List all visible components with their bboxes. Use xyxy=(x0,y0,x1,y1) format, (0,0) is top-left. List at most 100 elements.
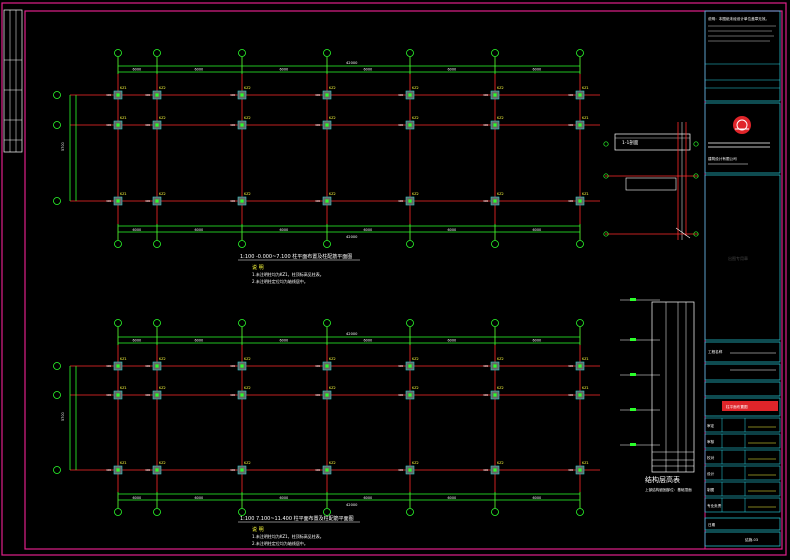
column-size-label: 400 xyxy=(483,364,489,368)
column-core-C2 xyxy=(155,468,159,472)
bay-dim-5: 6000 xyxy=(448,68,457,72)
titleblock-row xyxy=(704,417,781,433)
axis-bubble-bottom-3 xyxy=(238,508,246,516)
bay-dim-bottom-3: 6000 xyxy=(280,228,289,232)
column-tag: KZ1 xyxy=(120,357,127,361)
column-core-A3 xyxy=(240,93,244,97)
column-core-B7 xyxy=(578,393,582,397)
elevation-subtitle: 上部结构嵌固部位：基础顶面 xyxy=(645,487,692,492)
note-1-top: 1.未注明柱均为KZ1，柱顶标高见柱表。 xyxy=(252,271,324,277)
titleblock-row xyxy=(704,465,781,481)
axis-bubble-bottom-6 xyxy=(491,240,499,248)
column-tag: KZ2 xyxy=(244,461,251,465)
titleblock-row xyxy=(704,481,781,497)
column-core-B5 xyxy=(408,123,412,127)
axis-bubble-top-7 xyxy=(576,49,584,57)
bay-dim-bottom-4: 6000 xyxy=(364,496,373,500)
titleblock-notes: 说明：本图纸未经设计单位盖章无效。 xyxy=(708,16,769,21)
axis-bubble-top-2 xyxy=(153,49,161,57)
column-size-label: 400 xyxy=(483,199,489,203)
column-core-B6 xyxy=(493,123,497,127)
column-core-C3 xyxy=(240,468,244,472)
axis-bubble-top-4 xyxy=(323,319,331,327)
column-size-label: 400 xyxy=(483,123,489,127)
column-tag: KZ1 xyxy=(120,192,127,196)
column-core-A5 xyxy=(408,93,412,97)
column-tag: KZ2 xyxy=(329,357,336,361)
plan-top: 4200042000600060006000600060006000600060… xyxy=(53,49,600,248)
notes-heading-bottom: 说 明 xyxy=(252,526,264,533)
column-core-B2 xyxy=(155,393,159,397)
column-size-label: 400 xyxy=(106,393,112,397)
column-tag: KZ2 xyxy=(159,116,166,120)
titleblock-row xyxy=(704,433,781,449)
column-core-B4 xyxy=(325,123,329,127)
sheet-number: 结施-03 xyxy=(745,537,758,542)
column-tag: KZ2 xyxy=(412,386,419,390)
titleblock-row-label: 审核 xyxy=(707,439,715,444)
note-2-top: 2.未注明柱定位均为轴线居中。 xyxy=(252,278,308,284)
column-core-A6 xyxy=(493,364,497,368)
axis-bubble-row-B xyxy=(53,121,61,129)
column-core-C2 xyxy=(155,199,159,203)
bay-dim-bottom-6: 6000 xyxy=(533,228,542,232)
column-tag: KZ1 xyxy=(582,116,589,120)
notes-heading-top: 说 明 xyxy=(252,264,264,271)
column-core-B6 xyxy=(493,393,497,397)
column-size-label: 400 xyxy=(106,199,112,203)
axis-bubble-row-A xyxy=(53,91,61,99)
column-core-A1 xyxy=(116,93,120,97)
project-label: 工程名称 xyxy=(708,349,723,354)
bay-dim-6: 6000 xyxy=(533,339,542,343)
axis-bubble-top-4 xyxy=(323,49,331,57)
axis-bubble-top-3 xyxy=(238,319,246,327)
titleblock-row-label: 校对 xyxy=(707,455,715,460)
column-tag: KZ2 xyxy=(412,357,419,361)
column-tag: KZ2 xyxy=(497,192,504,196)
column-size-label: 400 xyxy=(315,393,321,397)
axis-bubble-bottom-5 xyxy=(406,240,414,248)
column-core-A7 xyxy=(578,364,582,368)
column-tag: KZ1 xyxy=(582,192,589,196)
column-core-A4 xyxy=(325,93,329,97)
column-tag: KZ2 xyxy=(159,386,166,390)
column-core-B3 xyxy=(240,393,244,397)
column-tag: KZ2 xyxy=(244,86,251,90)
axis-bubble-top-3 xyxy=(238,49,246,57)
column-tag: KZ2 xyxy=(329,86,336,90)
column-size-label: 400 xyxy=(230,364,236,368)
column-core-C5 xyxy=(408,468,412,472)
date-label: 日期 xyxy=(708,522,716,527)
overall-dim-label-bottom: 42000 xyxy=(346,235,358,239)
bay-dim-bottom-5: 6000 xyxy=(448,496,457,500)
column-tag: KZ2 xyxy=(159,357,166,361)
row-dim-label: 5700 xyxy=(61,412,65,421)
column-size-label: 400 xyxy=(315,199,321,203)
axis-bubble-bottom-2 xyxy=(153,240,161,248)
bay-dim-bottom-4: 6000 xyxy=(364,228,373,232)
column-size-label: 400 xyxy=(230,199,236,203)
column-core-A1 xyxy=(116,364,120,368)
column-size-label: 400 xyxy=(145,93,151,97)
column-core-C1 xyxy=(116,199,120,203)
column-tag: KZ2 xyxy=(412,86,419,90)
column-size-label: 400 xyxy=(568,199,574,203)
column-size-label: 400 xyxy=(145,393,151,397)
column-size-label: 400 xyxy=(106,468,112,472)
axis-bubble-row-A xyxy=(53,362,61,370)
bay-dim-bottom-6: 6000 xyxy=(533,496,542,500)
bay-dim-3: 6000 xyxy=(280,68,289,72)
axis-bubble-top-2 xyxy=(153,319,161,327)
column-size-label: 400 xyxy=(230,468,236,472)
column-tag: KZ1 xyxy=(582,86,589,90)
column-size-label: 400 xyxy=(106,93,112,97)
column-size-label: 400 xyxy=(568,123,574,127)
axis-bubble-bottom-6 xyxy=(491,508,499,516)
column-core-C3 xyxy=(240,199,244,203)
plan-bottom-title: 1:100 7.100~11.400 柱平面布置及柱配筋平面图 xyxy=(240,515,354,522)
column-tag: KZ2 xyxy=(244,192,251,196)
column-size-label: 400 xyxy=(145,199,151,203)
axis-bubble-bottom-2 xyxy=(153,508,161,516)
